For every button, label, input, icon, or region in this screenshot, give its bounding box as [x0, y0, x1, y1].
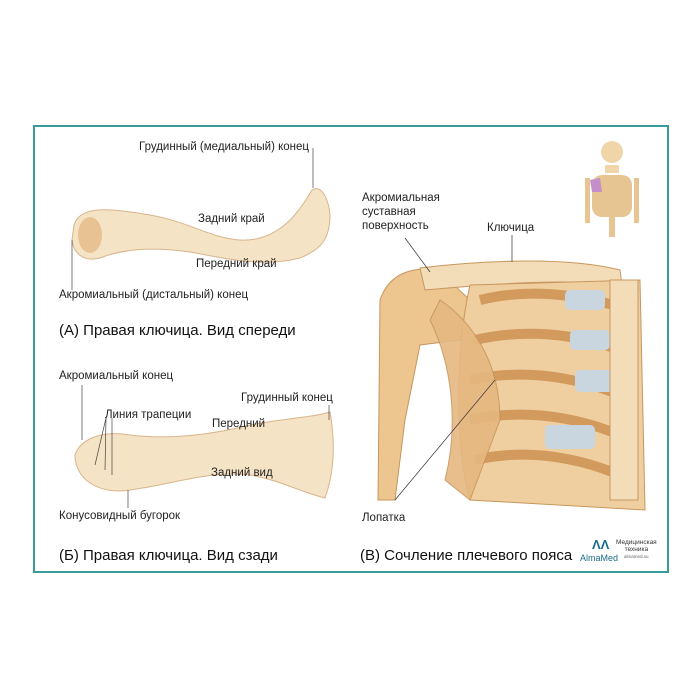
caption-c: (В) Сочление плечевого пояса [360, 547, 573, 564]
label-sternal-end-a: Грудинный (медиальный) конец [139, 141, 310, 153]
logo-brand: AlmaMed [580, 553, 619, 563]
label-anterior: Передний [212, 418, 266, 430]
label-acromial-end-a: Акромиальный (дистальный) конец [59, 289, 249, 301]
label-anterior-border: Передний край [196, 258, 277, 270]
label-trapezoid-line: Линия трапеции [105, 409, 192, 421]
caption-a: (А) Правая ключица. Вид спереди [59, 322, 296, 339]
caption-b: (Б) Правая ключица. Вид сзади [59, 547, 278, 564]
label-acromial-end-b: Акромиальный конец [59, 370, 174, 382]
shoulder-girdle-illustration [377, 260, 646, 511]
skeleton-thumbnail [585, 141, 639, 237]
label-acromial-surface-2: суставная [362, 206, 416, 218]
label-sternal-end-b: Грудинный конец [241, 392, 333, 404]
label-scapula: Лопатка [362, 512, 406, 524]
label-acromial-surface-3: поверхность [362, 220, 429, 232]
label-conoid-tubercle: Конусовидный бугорок [59, 510, 181, 522]
logo-mark-icon: ΛΛ [592, 537, 610, 552]
label-acromial-surface-1: Акромиальная [362, 192, 440, 204]
clavicle-front-view [71, 188, 331, 263]
label-posterior-view: Задний вид [211, 467, 273, 479]
label-posterior-border: Задний край [198, 213, 265, 225]
label-clavicle: Ключица [487, 222, 535, 234]
logo-site: almamed.su [624, 554, 649, 559]
clavicle-back-view [74, 411, 334, 499]
acromial-end-shade [78, 217, 102, 253]
